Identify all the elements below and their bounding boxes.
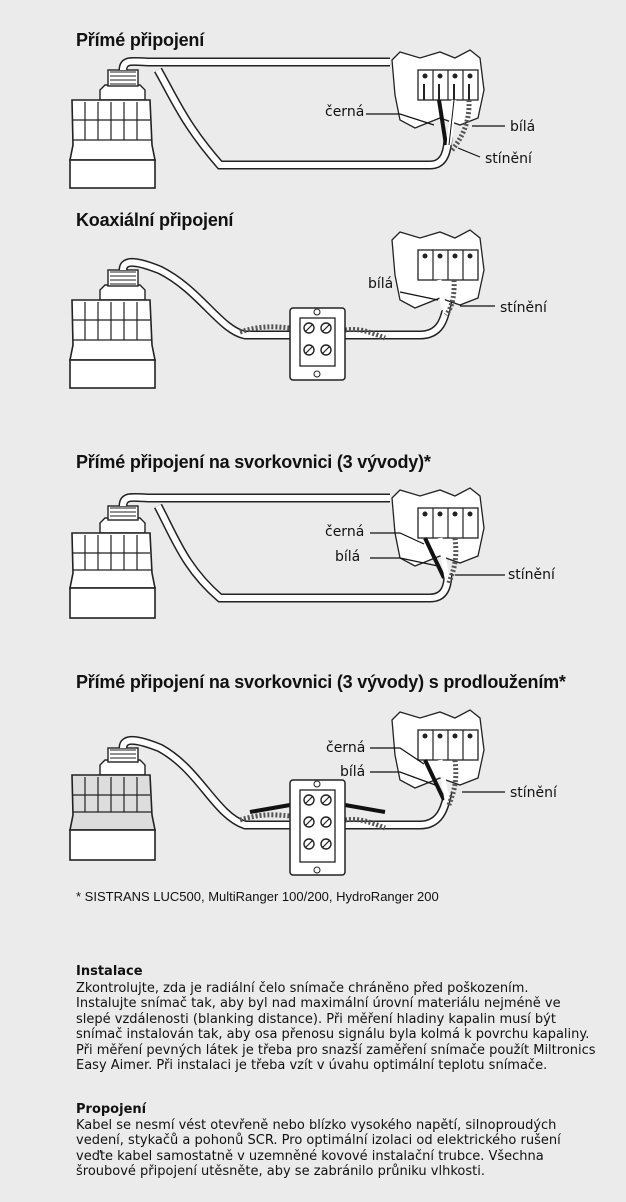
label-black: černá [326, 740, 365, 756]
text-line: Instalujte snímač tak, aby byl nad maxim… [76, 996, 561, 1012]
label-black: černá [325, 104, 364, 120]
coupler-block [289, 307, 346, 381]
transducer-icon [69, 747, 156, 861]
section-wiring-title: Propojení [76, 1102, 147, 1117]
terminal-strip [391, 49, 485, 129]
terminal-3-lead-extension-diagram: černá bílá stínění [69, 709, 558, 876]
text-line: snímač instalován tak, aby osa přenosu s… [76, 1027, 590, 1043]
wires [370, 747, 505, 806]
label-white: bílá [510, 119, 535, 135]
label-shield: stínění [510, 785, 558, 801]
wires [399, 279, 495, 317]
terminal-strip [391, 487, 485, 567]
wires [370, 532, 505, 584]
cable [118, 258, 453, 341]
label-white: bílá [335, 549, 360, 565]
terminal-strip [391, 709, 485, 789]
cable [118, 736, 453, 831]
wires [437, 99, 472, 152]
text-line: vedení, stykačů a pohonů SCR. Pro optimá… [76, 1133, 561, 1149]
label-black: černá [325, 524, 364, 540]
transducer-icon [69, 505, 156, 619]
transducer-icon [69, 69, 156, 189]
leader-lines [366, 113, 505, 158]
section-installation-title: Instalace [76, 964, 143, 979]
text-line: Zkontrolujte, zda je radiální čelo sníma… [76, 981, 529, 996]
label-white: bílá [340, 764, 365, 780]
cable [118, 56, 453, 170]
direct-connection-diagram: černá bílá stínění [69, 49, 535, 189]
text-line: Easy Aimer. Při instalaci je třeba vzít … [76, 1058, 548, 1074]
label-white: bílá [368, 276, 393, 292]
diagram-2-title: Koaxiální připojení [76, 210, 234, 230]
text-line: slepé vzdálenosti (blanking distance). P… [76, 1011, 556, 1027]
transducer-icon [69, 269, 156, 389]
coupler-block [289, 779, 346, 876]
cable [118, 492, 453, 603]
text-line: Při měření pevných látek je třeba pro sn… [76, 1042, 596, 1058]
coaxial-connection-diagram: bílá stínění [69, 229, 548, 389]
diagram-3-title: Přímé připojení na svorkovnici (3 vývody… [76, 452, 431, 472]
section-installation-body: Zkontrolujte, zda je radiální čelo sníma… [76, 981, 624, 1073]
text-line: Kabel se nesmí vést otevřeně nebo blízko… [76, 1118, 557, 1133]
label-shield: stínění [485, 151, 533, 167]
diagram-1-title: Přímé připojení [76, 30, 205, 50]
terminal-strip [391, 229, 485, 309]
section-wiring-body: Kabel se nesmí vést otevřeně nebo blízko… [76, 1118, 624, 1180]
label-shield: stínění [500, 300, 548, 316]
diagram-4-title: Přímé připojení na svorkovnici (3 vývody… [76, 672, 566, 692]
footnote: * SISTRANS LUC500, MultiRanger 100/200, … [76, 889, 439, 904]
text-line: veďte kabel samostatně v uzemněné kovové… [76, 1148, 544, 1164]
label-shield: stínění [508, 567, 556, 583]
text-line: šroubové připojení utěsněte, aby se zabr… [76, 1164, 485, 1180]
terminal-3-lead-diagram: černá bílá stínění [69, 487, 556, 619]
